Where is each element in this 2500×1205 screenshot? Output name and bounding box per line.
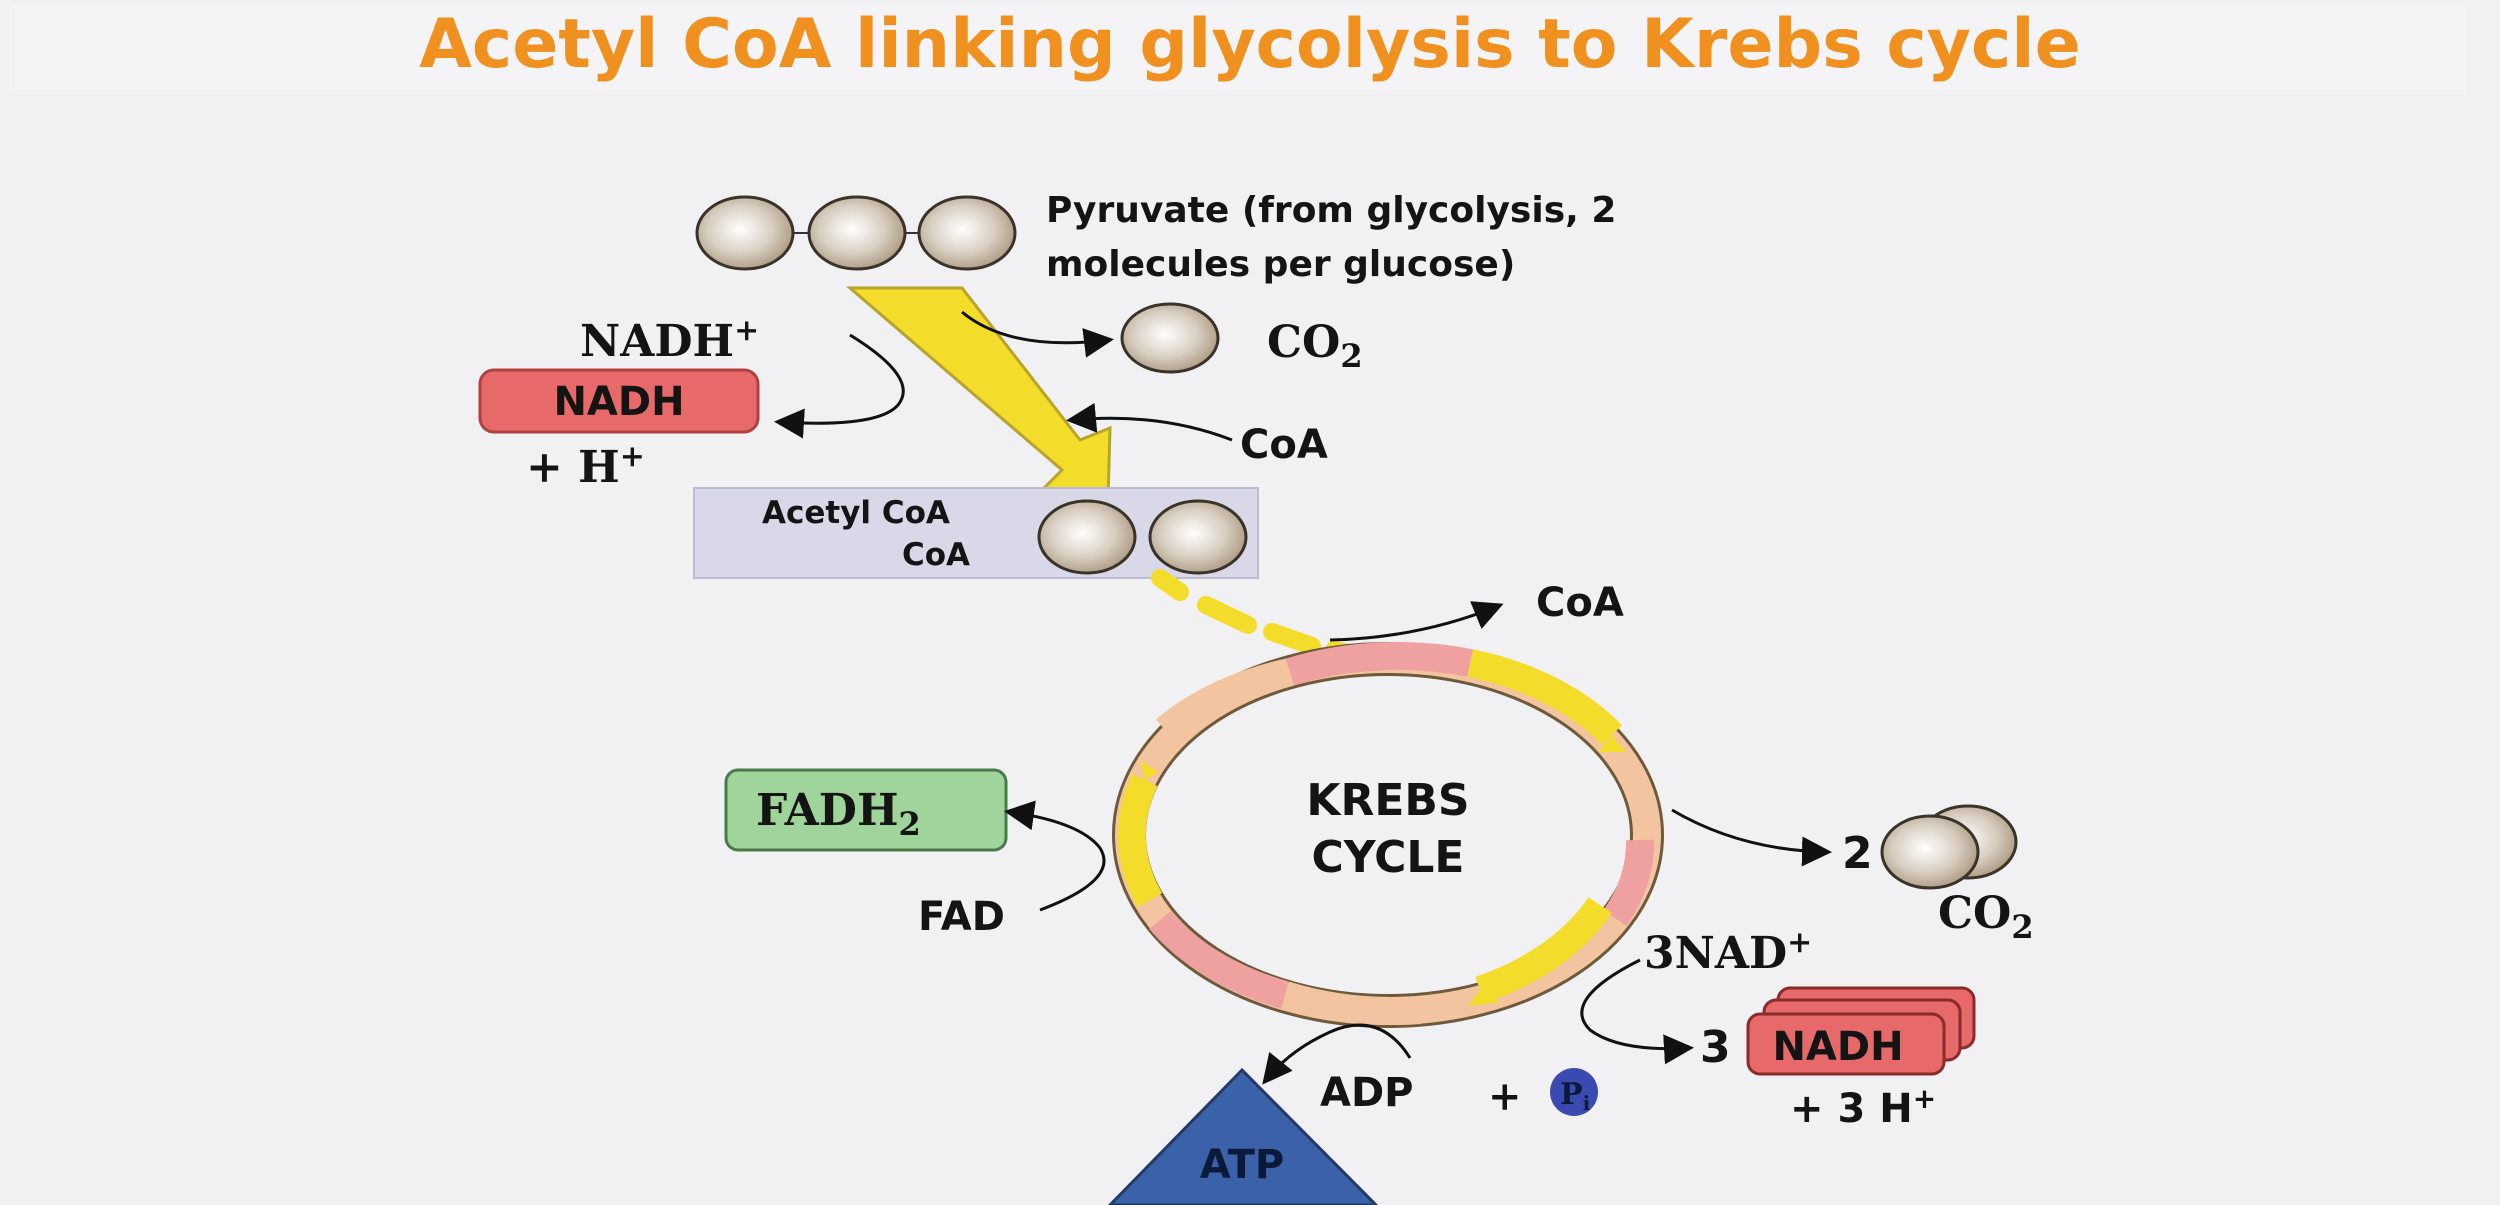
krebs-label-line1: KREBS (1306, 775, 1469, 826)
pyruvate-label-line1: Pyruvate (from glycolysis, 2 (1046, 190, 1616, 231)
nadh-box-left-label: NADH (553, 379, 684, 425)
pi-label: Pi (1560, 1077, 1591, 1115)
coa-out-arrow (1329, 601, 1504, 642)
adp-label: ADP (1320, 1070, 1413, 1116)
pyruvate-to-acetyl-arrow (845, 286, 1112, 502)
fad-to-fadh2-arrow (1004, 800, 1106, 912)
acetyl-molecule (1037, 499, 1248, 575)
atp-triangle (1107, 1067, 1379, 1205)
co2-count-label: 2 (1842, 828, 1873, 879)
co2-right-arrow (1671, 808, 1832, 867)
acetyl-coa-label: Acetyl CoA (762, 495, 950, 531)
nadh-box-right-label: NADH (1772, 1024, 1903, 1070)
nadh-box-right-stack (1746, 986, 1976, 1076)
h-plus-left-label: + H+ (526, 439, 645, 493)
three-h-label: + 3 H+ (1790, 1082, 1936, 1132)
plus-label: + (1488, 1073, 1522, 1120)
krebs-label-line2: CYCLE (1312, 832, 1465, 883)
fadh2-label: FADH2 (756, 785, 921, 843)
nad-plus-label: NADH+ (580, 313, 759, 367)
nad-to-nadh-right-arrow (1580, 958, 1694, 1065)
coa-in-label: CoA (1240, 422, 1328, 468)
page-title: Acetyl CoA linking glycolysis to Krebs c… (419, 5, 2081, 84)
atp-label: ATP (1200, 1142, 1284, 1188)
coa-out-label: CoA (1536, 580, 1624, 626)
pi-circle (1550, 1068, 1598, 1116)
acetyl-entry-dashes (1151, 569, 1381, 667)
three-nad-label: 3NAD+ (1644, 925, 1812, 979)
co2-release-arrow (961, 310, 1114, 358)
co2-right-molecules (1880, 804, 2018, 890)
title-band (10, 6, 2465, 94)
coa-box-label: CoA (902, 537, 970, 573)
three-label: 3 (1700, 1022, 1731, 1073)
adp-to-atp-arrow (1262, 1023, 1412, 1085)
co2-molecule (1120, 302, 1220, 374)
pyruvate-molecule (695, 195, 1017, 271)
pyruvate-label-line2: molecules per glucose) (1046, 244, 1515, 285)
nad-to-nadh-arrow (774, 333, 905, 439)
nadh-box-left (478, 368, 760, 434)
krebs-cycle-ring (1112, 642, 1664, 1028)
co2-top-label: CO2 (1267, 317, 1363, 375)
co2-right-label: CO2 (1938, 888, 2034, 946)
fad-label: FAD (918, 894, 1005, 940)
coa-in-arrow (1066, 402, 1233, 442)
